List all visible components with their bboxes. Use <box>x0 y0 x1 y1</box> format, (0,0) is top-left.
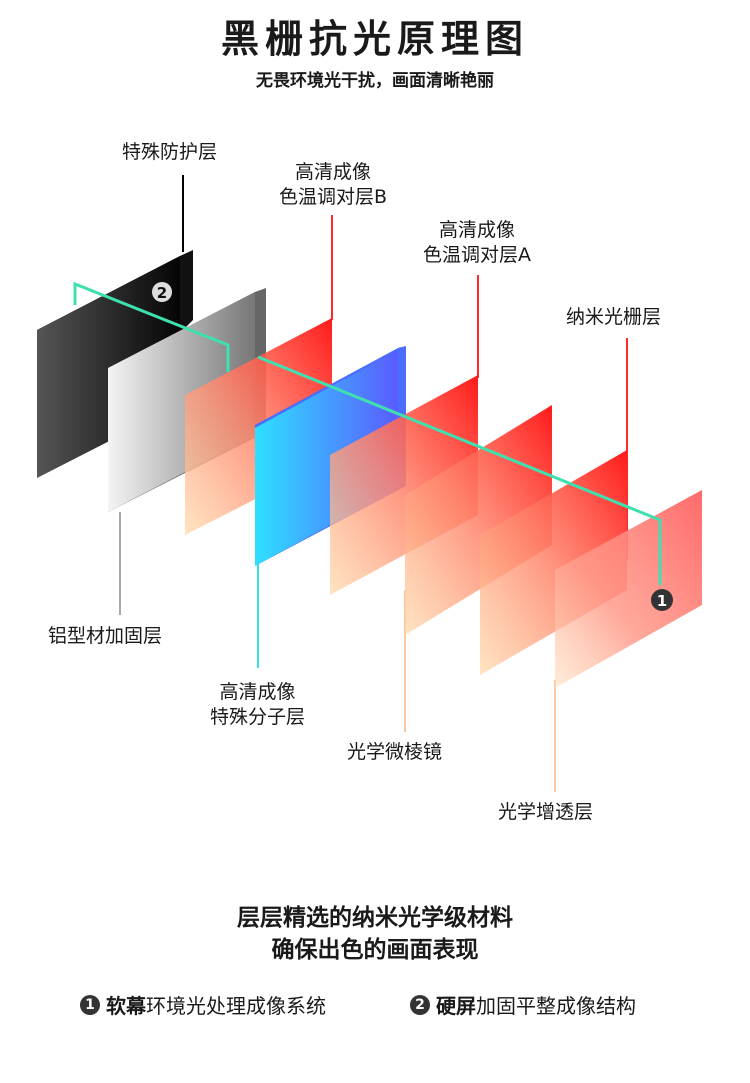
badge-two-icon <box>152 282 172 302</box>
legend-text: 加固平整成像结构 <box>476 994 636 1018</box>
legend-bold: 软幕 <box>106 994 146 1018</box>
label-color-temp-a: 高清成像 色温调对层A <box>412 218 542 268</box>
molecule-panel <box>255 350 398 566</box>
label-line: 色温调对层A <box>423 244 531 266</box>
legend-item-hard-screen: 2 硬屏加固平整成像结构 <box>410 990 636 1019</box>
label-line: 高清成像 <box>294 161 371 183</box>
label-line: 高清成像 <box>438 219 515 241</box>
label-line: 特殊分子层 <box>209 706 305 728</box>
label-aluminum: 铝型材加固层 <box>48 625 163 647</box>
label-line: 高清成像 <box>219 681 296 703</box>
page-title: 黑栅抗光原理图 <box>220 17 529 61</box>
legend-bold: 硬屏 <box>436 994 476 1018</box>
bottom-line-1: 层层精选的纳米光学级材料 <box>237 905 513 931</box>
label-antireflect: 光学增透层 <box>498 801 594 823</box>
legend-item-soft-screen: 1 软幕环境光处理成像系统 <box>80 990 326 1019</box>
bottom-line-2: 确保出色的画面表现 <box>271 937 479 963</box>
badge-one-text: 1 <box>657 592 667 610</box>
label-nano-grating: 纳米光栅层 <box>566 306 662 328</box>
soft-screen-bracket <box>257 355 662 585</box>
number-two-icon: 2 <box>410 994 430 1015</box>
antireflect-layer <box>555 490 702 688</box>
aluminum-panel <box>108 292 255 512</box>
badge-one-icon <box>651 589 673 611</box>
legend-text: 环境光处理成像系统 <box>146 994 326 1018</box>
nano-grating-layer <box>480 450 627 675</box>
label-molecule: 高清成像 特殊分子层 <box>200 680 315 730</box>
number-one-icon: 1 <box>80 994 100 1015</box>
page-subtitle: 无畏环境光干扰，画面清晰艳丽 <box>256 71 494 91</box>
badge-two-text: 2 <box>157 284 167 302</box>
label-color-temp-b: 高清成像 色温调对层B <box>268 160 398 210</box>
hard-screen-bracket <box>73 281 230 372</box>
label-line: 色温调对层B <box>278 186 388 208</box>
label-micro-prism: 光学微棱镜 <box>347 741 443 763</box>
label-special-protect: 特殊防护层 <box>122 141 218 163</box>
